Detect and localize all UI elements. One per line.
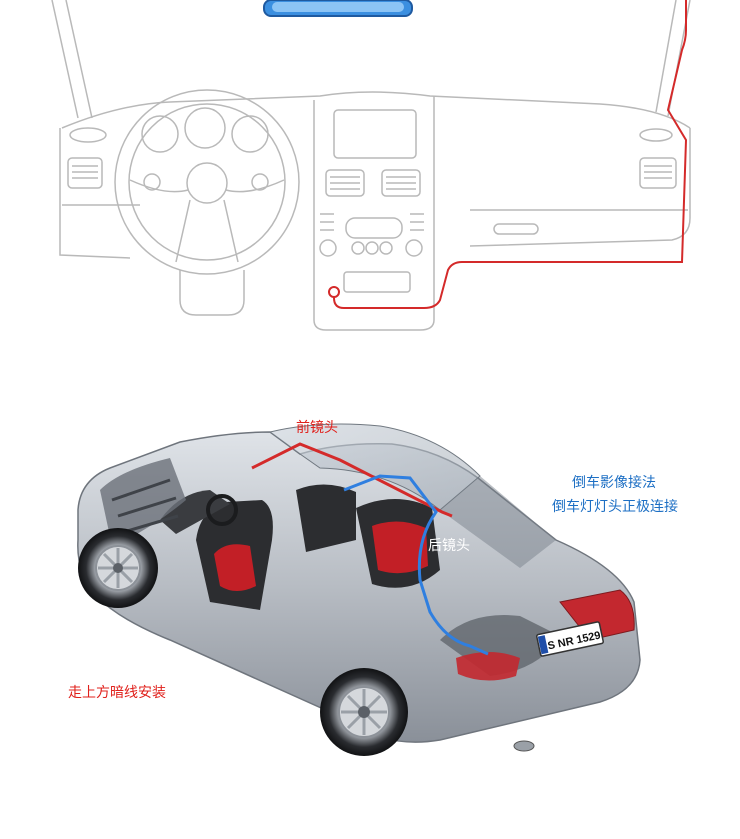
rear-wheel	[320, 668, 408, 756]
power-socket	[328, 286, 340, 298]
console-button-3	[379, 241, 393, 255]
right-vent	[639, 157, 677, 189]
center-vent-right	[381, 169, 421, 197]
rearview-mirror-screen	[272, 2, 404, 12]
center-console	[313, 96, 435, 331]
console-button-1	[351, 241, 365, 255]
control-right	[251, 173, 269, 191]
infotainment-screen	[333, 109, 417, 159]
climate-knob-bar	[345, 217, 403, 239]
steering-spokes	[129, 179, 285, 263]
car-steering-wheel	[206, 494, 238, 526]
center-vent-left	[325, 169, 365, 197]
dashboard-illustration	[51, 0, 691, 331]
steering-wheel	[114, 89, 300, 275]
car-illustration: S NR 1529	[77, 423, 641, 756]
front-wheel	[78, 528, 158, 608]
tail-light	[559, 589, 635, 641]
car-wiring-diagram: S NR 1529 前镜头 后镜头 倒车影像接法 倒车灯灯头正极连接 走上方暗线…	[0, 340, 740, 839]
gauge-right	[231, 115, 269, 153]
left-vent	[67, 157, 103, 189]
dash-left-edge	[59, 128, 131, 259]
right-vent-slats	[644, 165, 672, 179]
a-pillar-left	[51, 0, 79, 119]
front-wire	[251, 442, 453, 518]
dash-right-edge	[469, 128, 691, 247]
front-seat-right	[296, 484, 356, 552]
console-small-buttons	[320, 213, 424, 231]
tail-light-left	[456, 652, 520, 681]
front-camera-label: 前镜头	[296, 420, 338, 436]
glovebox-handle	[493, 223, 539, 235]
console-slot	[343, 271, 411, 293]
dashboard-diagram	[0, 0, 740, 340]
a-pillar-left-inner	[65, 0, 93, 119]
control-left	[143, 173, 161, 191]
left-vent-slats	[72, 165, 98, 179]
engine-parts	[111, 478, 179, 534]
console-knob-left	[319, 239, 337, 257]
center-vent-slats	[330, 176, 416, 190]
engine-bay	[100, 458, 186, 546]
dash-top-edge	[61, 91, 691, 129]
front-wire-route	[333, 0, 688, 309]
a-pillar-right	[655, 0, 677, 113]
rear-window	[440, 476, 556, 568]
rear-wire	[343, 474, 489, 656]
console-knob-right	[405, 239, 423, 257]
reverse-title-label: 倒车影像接法	[572, 475, 656, 491]
left-speaker	[69, 127, 107, 143]
gauge-left	[141, 115, 179, 153]
reverse-detail-label: 倒车灯灯头正极连接	[552, 499, 678, 515]
rear-seat-red	[372, 521, 428, 574]
front-seat-left-red	[214, 544, 256, 591]
steering-column	[179, 270, 245, 316]
wiring-note-label: 走上方暗线安装	[68, 685, 166, 701]
steering-wheel-inner	[128, 103, 286, 261]
rear-camera-label: 后镜头	[428, 538, 470, 554]
license-plate	[536, 621, 604, 657]
exhaust-pipe	[513, 740, 535, 752]
gauge-center	[184, 107, 226, 149]
right-speaker	[639, 128, 673, 142]
steering-hub	[186, 162, 228, 204]
console-button-2	[365, 241, 379, 255]
